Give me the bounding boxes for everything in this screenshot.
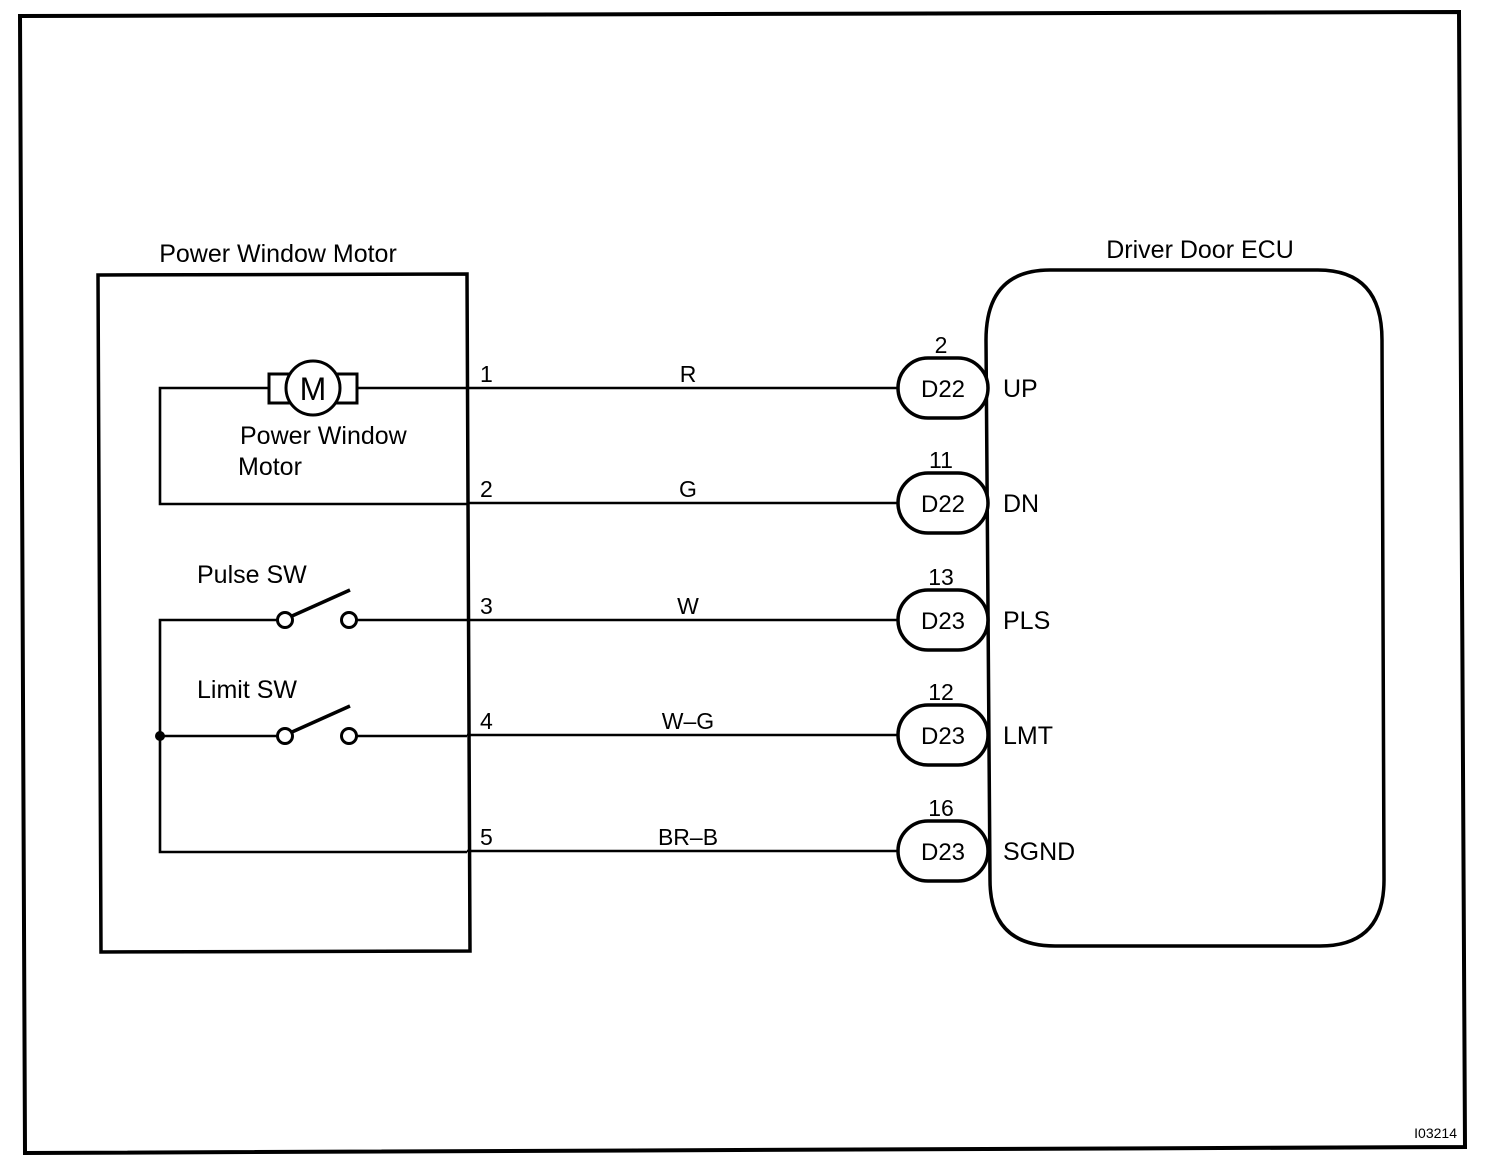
connector-name: D23 — [921, 608, 965, 635]
ecu-terminal-label: LMT — [1003, 722, 1053, 750]
motor-pin-number: 3 — [480, 593, 493, 619]
motor-pin-number: 2 — [480, 476, 493, 502]
connection-row: 1 R D22 2UP — [467, 332, 1038, 420]
connector-pin-number: 16 — [928, 795, 954, 821]
connector-name: D22 — [921, 376, 965, 403]
motor-label-line1: Power Window — [240, 422, 408, 450]
connector-pin-number: 2 — [935, 332, 948, 358]
connector-badge — [896, 471, 990, 535]
connector-name: D23 — [921, 723, 965, 750]
motor-label-line2: Motor — [238, 453, 302, 481]
motor-pin-number: 4 — [480, 708, 493, 734]
figure-id: I03214 — [1414, 1125, 1457, 1141]
motor-symbol: M — [300, 371, 327, 407]
wire-color-label: BR–B — [658, 824, 718, 850]
motor-pin-number: 1 — [480, 361, 493, 387]
motor-pin-number: 5 — [480, 824, 493, 850]
driver-door-ecu-box — [984, 268, 1386, 948]
motor-return-wire — [158, 386, 467, 506]
ecu-terminal-label: SGND — [1003, 838, 1075, 866]
motor-circuit: M Power Window Motor — [158, 359, 467, 506]
limit-switch-blade — [291, 704, 351, 734]
pulse-switch-label: Pulse SW — [197, 561, 307, 589]
limit-switch-terminal-b — [340, 727, 358, 745]
wire-color-label: R — [680, 361, 697, 387]
power-window-motor-title: Power Window Motor — [159, 240, 397, 268]
limit-switch-label: Limit SW — [197, 676, 297, 704]
pulse-switch-terminal-b — [340, 611, 358, 629]
driver-door-ecu-title: Driver Door ECU — [1106, 236, 1294, 264]
limit-switch-terminal-a — [276, 727, 294, 745]
junction-dot — [155, 731, 165, 741]
ecu-terminal-label: UP — [1003, 375, 1038, 403]
motor-icon — [284, 359, 342, 417]
ecu-terminal-label: DN — [1003, 490, 1039, 518]
ecu-terminal-label: PLS — [1003, 607, 1050, 635]
connector-pin-number: 12 — [928, 679, 954, 705]
connector-badge — [896, 356, 990, 420]
wire-color-label: W — [677, 593, 699, 619]
wire-color-label: W–G — [662, 708, 714, 734]
wire-color-label: G — [679, 476, 697, 502]
outer-frame — [17, 9, 1468, 1156]
connector-badge — [896, 588, 990, 652]
connector-pin-number: 11 — [929, 447, 953, 473]
connector-badge — [896, 703, 990, 767]
connector-badge — [896, 819, 990, 883]
connector-name: D23 — [921, 839, 965, 866]
pulse-switch-blade — [291, 588, 351, 618]
connector-name: D22 — [921, 491, 965, 518]
power-window-motor-box — [96, 272, 472, 954]
switch-circuit: Pulse SW Limit SW — [155, 561, 467, 854]
connector-pin-number: 13 — [928, 564, 954, 590]
pulse-switch-terminal-a — [276, 611, 294, 629]
